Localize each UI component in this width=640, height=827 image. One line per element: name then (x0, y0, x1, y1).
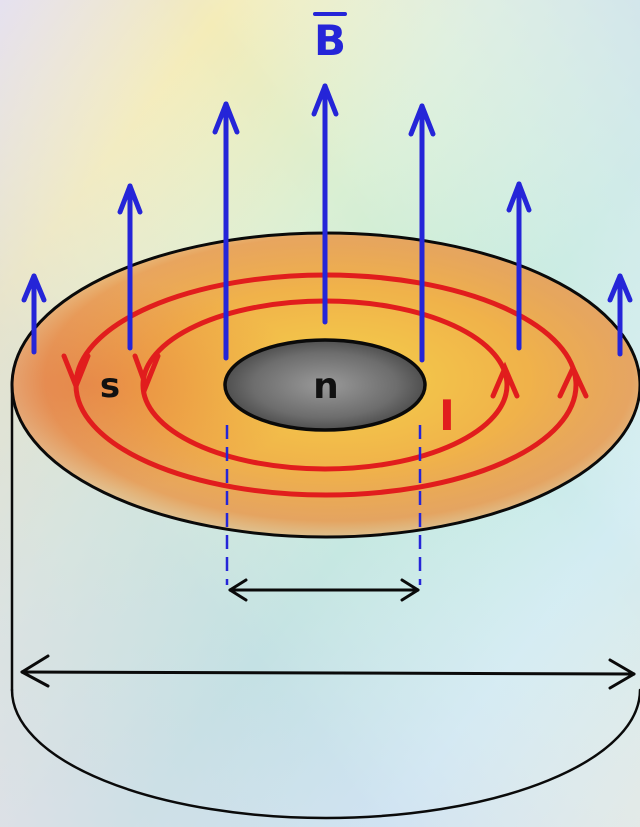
arrow-up-icon (408, 103, 436, 363)
arrow-up-icon (311, 83, 339, 325)
field-label: B (314, 16, 346, 65)
arrow-head-icon (490, 361, 520, 399)
double-arrow-icon (228, 578, 420, 602)
arrow-head-icon (132, 353, 161, 393)
surface-label: s (100, 366, 120, 406)
arrow-up-icon (506, 181, 532, 351)
double-arrow-icon (20, 654, 636, 690)
current-label: I (439, 391, 455, 440)
arrow-head-icon (557, 362, 589, 399)
inner-diameter-dimension (225, 425, 422, 602)
field-arrows (21, 83, 633, 363)
arrow-head-icon (61, 353, 91, 393)
inner-region-label: n (313, 366, 339, 407)
cylinder-body (10, 383, 640, 820)
arrow-up-icon (21, 273, 47, 355)
cylinder-base-edge (10, 688, 640, 820)
arrow-up-icon (607, 273, 633, 357)
center-hole (223, 338, 427, 432)
arrow-up-icon (117, 183, 143, 351)
arrow-up-icon (212, 101, 240, 361)
